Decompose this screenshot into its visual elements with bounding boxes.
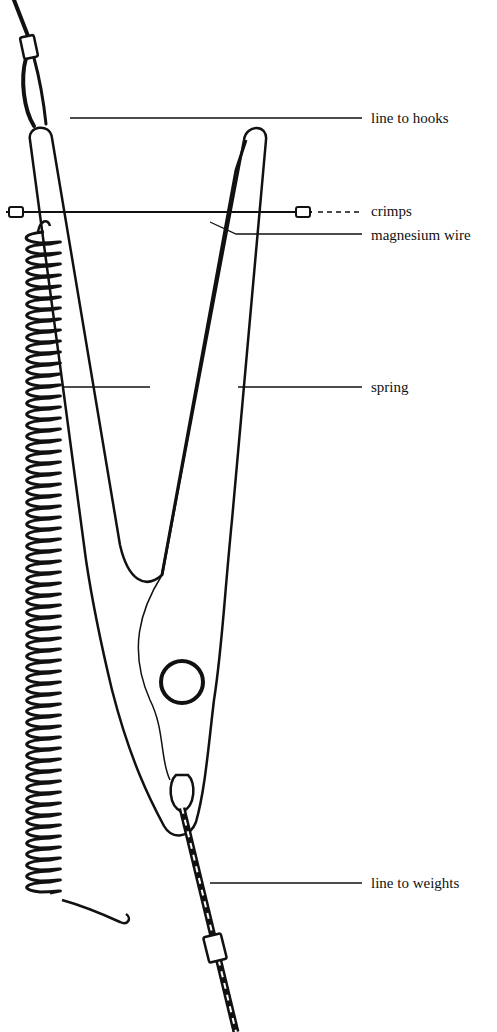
weight-line-twist: [182, 808, 236, 1032]
crimp: [9, 207, 23, 217]
part-label: line to weights: [370, 874, 460, 892]
part-label: magnesium wire: [370, 226, 472, 244]
bottom-crimp-sleeve: [203, 933, 227, 963]
spring-hook: [38, 221, 50, 232]
top-crimp-sleeve: [20, 35, 38, 59]
spring-hook: [62, 900, 129, 923]
crimp: [296, 207, 310, 217]
magnesium-wire: [6, 211, 312, 213]
leader-lines: [64, 118, 362, 883]
hook-line: [14, 0, 46, 126]
pivot-rivet: [161, 661, 203, 703]
weight-line: [182, 808, 236, 1032]
jaw-eye: [171, 775, 194, 812]
spring-coil-stroke: [26, 232, 60, 893]
pliers-body: [30, 128, 266, 836]
handle-edge: [162, 140, 246, 575]
part-label: spring: [370, 378, 410, 396]
spring-coil: [26, 232, 60, 893]
part-label: line to hooks: [370, 109, 450, 127]
part-label: crimps: [370, 202, 413, 220]
